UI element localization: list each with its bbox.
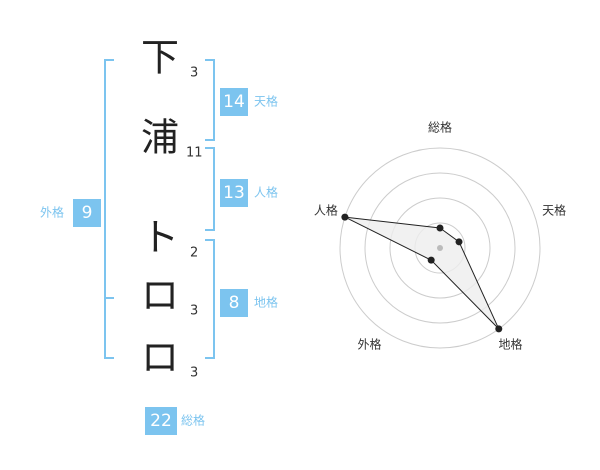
chikaku-value: 8 — [229, 293, 240, 313]
radar-point — [455, 238, 463, 246]
chikaku-bracket — [205, 239, 215, 359]
jinkaku-value: 13 — [223, 183, 245, 203]
radar-label-chikaku: 地格 — [499, 337, 523, 352]
name-char-2: 浦 — [141, 116, 179, 160]
soukaku-value: 22 — [150, 411, 172, 431]
radar-point — [436, 224, 444, 232]
gaikaku-value: 9 — [82, 203, 93, 223]
jinkaku-label: 人格 — [254, 185, 278, 200]
tenkaku-box — [220, 88, 248, 116]
radar-center-dot — [437, 245, 443, 251]
chikaku-label: 地格 — [254, 295, 278, 310]
radar-label-gaikaku: 外格 — [357, 337, 381, 352]
radar-ring — [339, 147, 541, 349]
tenkaku-value: 14 — [223, 92, 245, 112]
radar-rings — [339, 147, 541, 349]
jinkaku-box — [220, 179, 248, 207]
tenkaku-bracket — [205, 59, 215, 141]
chikaku-box — [220, 289, 248, 317]
name-char-1: 下 — [141, 36, 179, 80]
radar-label-jinkaku: 人格 — [314, 202, 338, 217]
name-char-4: ロ — [141, 274, 179, 318]
soukaku-box — [145, 407, 177, 435]
gaikaku-bracket — [104, 59, 114, 359]
soukaku-label: 総格 — [181, 413, 205, 428]
radar-shape — [344, 216, 500, 330]
stroke-count-4: 3 — [190, 304, 198, 319]
radar-point — [495, 325, 503, 333]
radar-label-tenkaku: 天格 — [542, 202, 566, 217]
radar-points — [341, 213, 503, 333]
name-char-5: ロ — [141, 336, 179, 380]
radar-ring — [364, 172, 516, 324]
gaikaku-box — [73, 199, 101, 227]
stroke-count-2: 11 — [186, 146, 203, 161]
radar-chart: 総格 天格 地格 外格 人格 — [314, 120, 566, 352]
tenkaku-label: 天格 — [254, 94, 278, 109]
name-char-3: ト — [141, 216, 179, 260]
radar-point — [427, 256, 435, 264]
jinkaku-bracket — [205, 147, 215, 231]
stroke-count-5: 3 — [190, 366, 198, 381]
radar-label-soukaku: 総格 — [428, 120, 452, 135]
gaikaku-label: 外格 — [40, 205, 64, 220]
radar-ring — [389, 197, 491, 299]
stroke-count-3: 2 — [190, 246, 198, 261]
stroke-count-1: 3 — [190, 66, 198, 81]
radar-point — [341, 213, 349, 221]
